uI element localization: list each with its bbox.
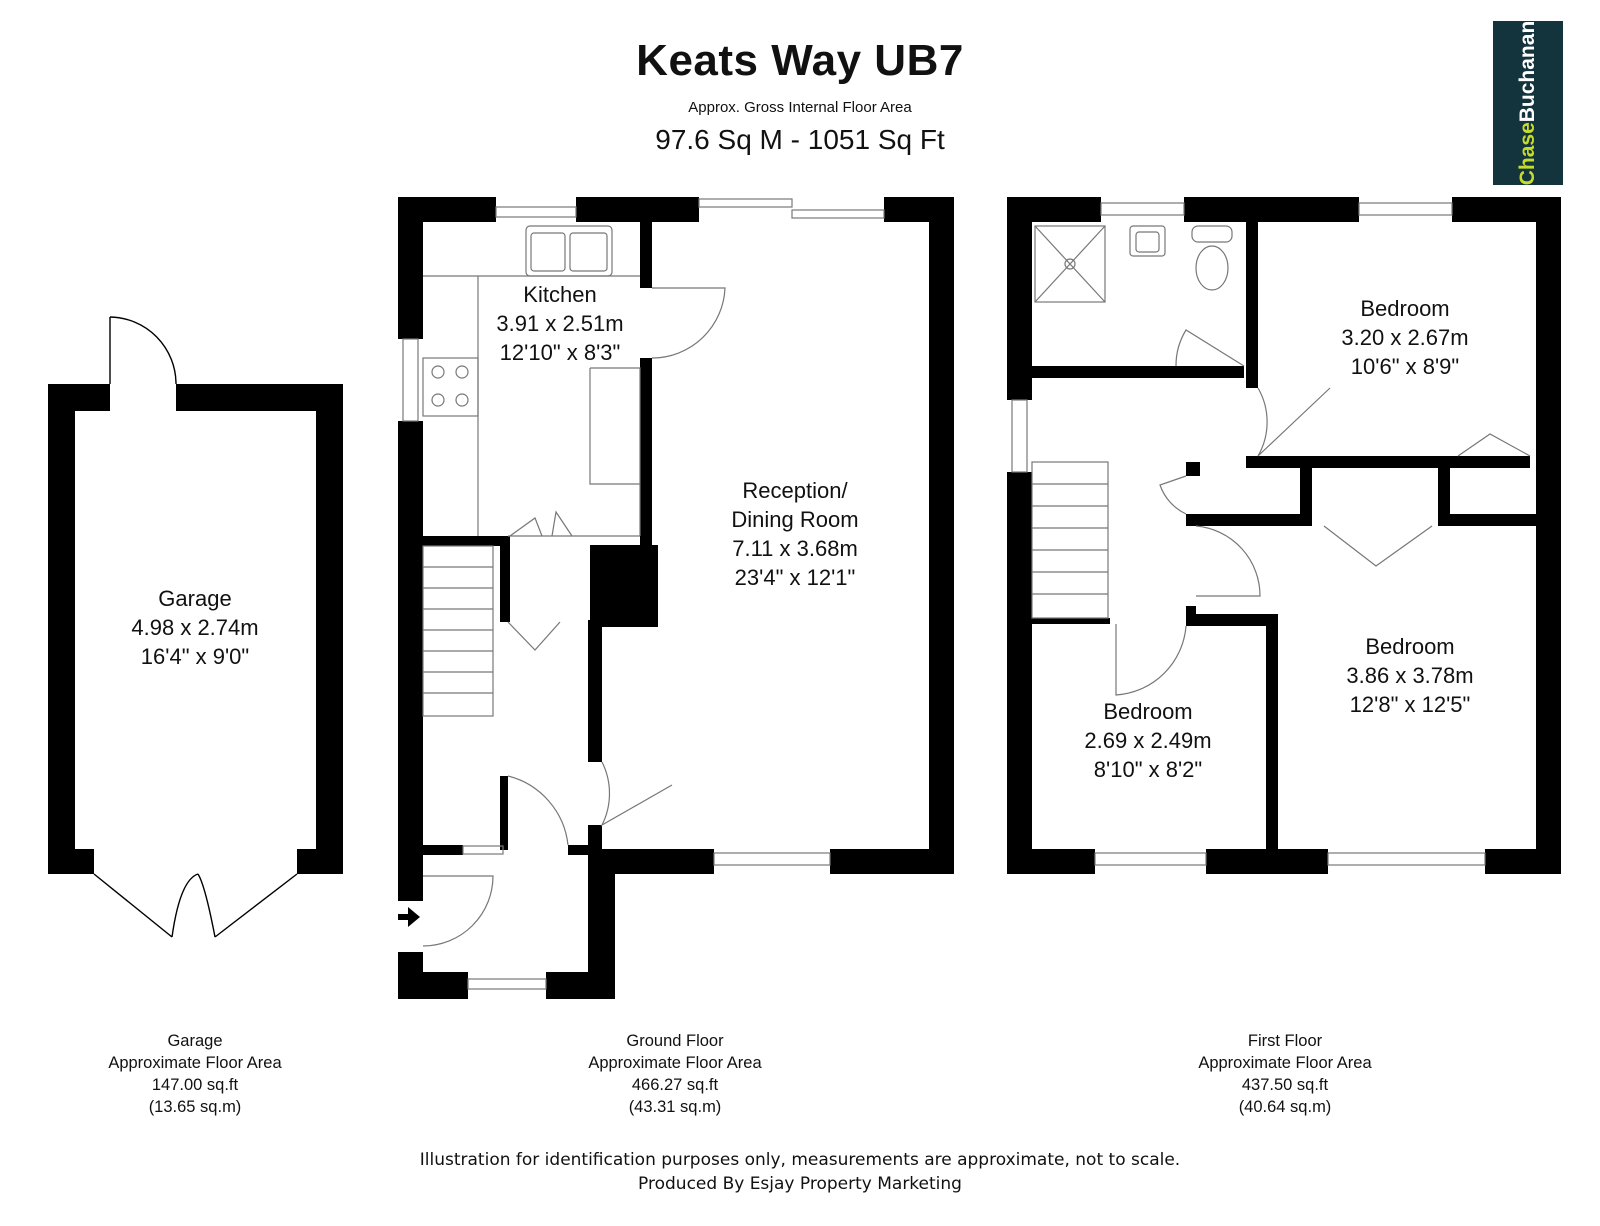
wall	[1300, 468, 1312, 514]
room-metric: 3.86 x 3.78m	[1346, 663, 1474, 688]
floor-area-label: Approximate Floor Area	[108, 1054, 282, 1072]
wall	[1032, 618, 1110, 624]
wall	[48, 849, 94, 874]
wall	[500, 536, 510, 622]
room-name: Garage	[158, 586, 232, 611]
wall	[500, 776, 508, 850]
bedroom-2-label: Bedroom 3.86 x 3.78m 12'8" x 12'5"	[1325, 632, 1495, 719]
first-floor-area-caption: First Floor Approximate Floor Area 437.5…	[1175, 1030, 1395, 1118]
garage-plan	[48, 384, 343, 874]
room-imperial: 12'10" x 8'3"	[499, 340, 621, 365]
wall	[576, 197, 699, 222]
garage-area-caption: Garage Approximate Floor Area 147.00 sq.…	[90, 1030, 300, 1118]
room-metric: 3.91 x 2.51m	[496, 311, 624, 336]
area-subtitle: Approx. Gross Internal Floor Area	[688, 99, 912, 116]
wall	[423, 536, 508, 546]
producer-text: Produced By Esjay Property Marketing	[638, 1174, 962, 1194]
floor-area-sqft: 437.50 sq.ft	[1241, 1076, 1329, 1094]
wall	[1007, 472, 1032, 874]
wall	[1007, 849, 1095, 874]
disclaimer-text: Illustration for identification purposes…	[419, 1150, 1181, 1170]
wall	[1184, 197, 1359, 222]
room-imperial: 8'10" x 8'2"	[1093, 757, 1203, 782]
room-name: Bedroom	[1103, 699, 1193, 724]
wall	[1266, 614, 1278, 849]
entrance-arrow-icon	[398, 907, 420, 927]
wall	[176, 384, 343, 411]
wall	[1246, 456, 1530, 468]
wall	[48, 384, 75, 874]
floor-area-sqm: (40.64 sq.m)	[1238, 1098, 1332, 1116]
first-floor-walls	[1007, 197, 1561, 874]
wall	[398, 197, 423, 339]
ground-floor-fixtures	[402, 198, 885, 990]
bedroom-1-label: Bedroom 3.20 x 2.67m 10'6" x 8'9"	[1320, 294, 1490, 381]
floor-name: First Floor	[1247, 1032, 1323, 1050]
room-name: Bedroom	[1360, 296, 1450, 321]
floor-area-sqm: (13.65 sq.m)	[148, 1098, 242, 1116]
wall	[929, 197, 954, 874]
floor-area-sqm: (43.31 sq.m)	[628, 1098, 722, 1116]
wall	[830, 849, 954, 874]
floor-area-sqft: 147.00 sq.ft	[151, 1076, 239, 1094]
room-imperial: 10'6" x 8'9"	[1350, 354, 1460, 379]
floor-name: Ground Floor	[626, 1032, 724, 1050]
kitchen-label: Kitchen 3.91 x 2.51m 12'10" x 8'3"	[480, 280, 640, 367]
floor-area-sqft: 466.27 sq.ft	[631, 1076, 719, 1094]
wall	[398, 972, 468, 999]
wall	[1536, 197, 1561, 874]
ground-floor-walls	[398, 197, 954, 999]
floor-area-label: Approximate Floor Area	[1198, 1054, 1372, 1072]
wall	[1186, 462, 1200, 476]
wall	[1246, 222, 1258, 388]
wall	[1438, 514, 1536, 526]
room-metric: 3.20 x 2.67m	[1341, 325, 1469, 350]
wall	[1485, 849, 1561, 874]
wall	[316, 384, 343, 874]
agency-logo: ChaseBuchanan	[1493, 21, 1563, 185]
first-floor-fixtures	[1011, 202, 1531, 866]
wall	[603, 849, 714, 874]
garage-label: Garage 4.98 x 2.74m 16'4" x 9'0"	[115, 584, 275, 671]
room-imperial: 23'4" x 12'1"	[734, 565, 856, 590]
bedroom-3-label: Bedroom 2.69 x 2.49m 8'10" x 8'2"	[1068, 697, 1228, 784]
room-name: Reception/	[742, 478, 848, 503]
room-imperial: 12'8" x 12'5"	[1349, 692, 1471, 717]
room-metric: 4.98 x 2.74m	[131, 615, 259, 640]
room-metric: 2.69 x 2.49m	[1084, 728, 1212, 753]
wall	[423, 845, 463, 855]
wall	[398, 421, 423, 901]
garage-doors	[93, 316, 298, 938]
wall	[297, 849, 343, 874]
wall	[568, 845, 598, 855]
ground-floor-area-caption: Ground Floor Approximate Floor Area 466.…	[565, 1030, 785, 1118]
wall	[1186, 606, 1196, 626]
wall	[640, 358, 652, 568]
plan-title: Keats Way UB7	[636, 36, 964, 85]
floor-area-label: Approximate Floor Area	[588, 1054, 762, 1072]
wall	[1032, 366, 1244, 378]
wall	[1438, 456, 1450, 520]
reception-label: Reception/ Dining Room 7.11 x 3.68m 23'4…	[700, 476, 890, 592]
wall	[640, 222, 652, 288]
room-metric: 7.11 x 3.68m	[732, 536, 858, 561]
room-imperial: 16'4" x 9'0"	[140, 644, 250, 669]
room-name: Kitchen	[523, 282, 597, 307]
wall	[1007, 197, 1032, 400]
total-area: 97.6 Sq M - 1051 Sq Ft	[655, 124, 945, 155]
room-name: Bedroom	[1365, 634, 1455, 659]
wall	[546, 972, 615, 999]
wall	[1196, 614, 1276, 626]
wall	[588, 620, 602, 762]
wall	[1186, 514, 1312, 526]
room-name: Dining Room	[731, 507, 859, 532]
wall	[590, 545, 658, 627]
floor-name: Garage	[167, 1032, 223, 1050]
wall	[1206, 849, 1328, 874]
